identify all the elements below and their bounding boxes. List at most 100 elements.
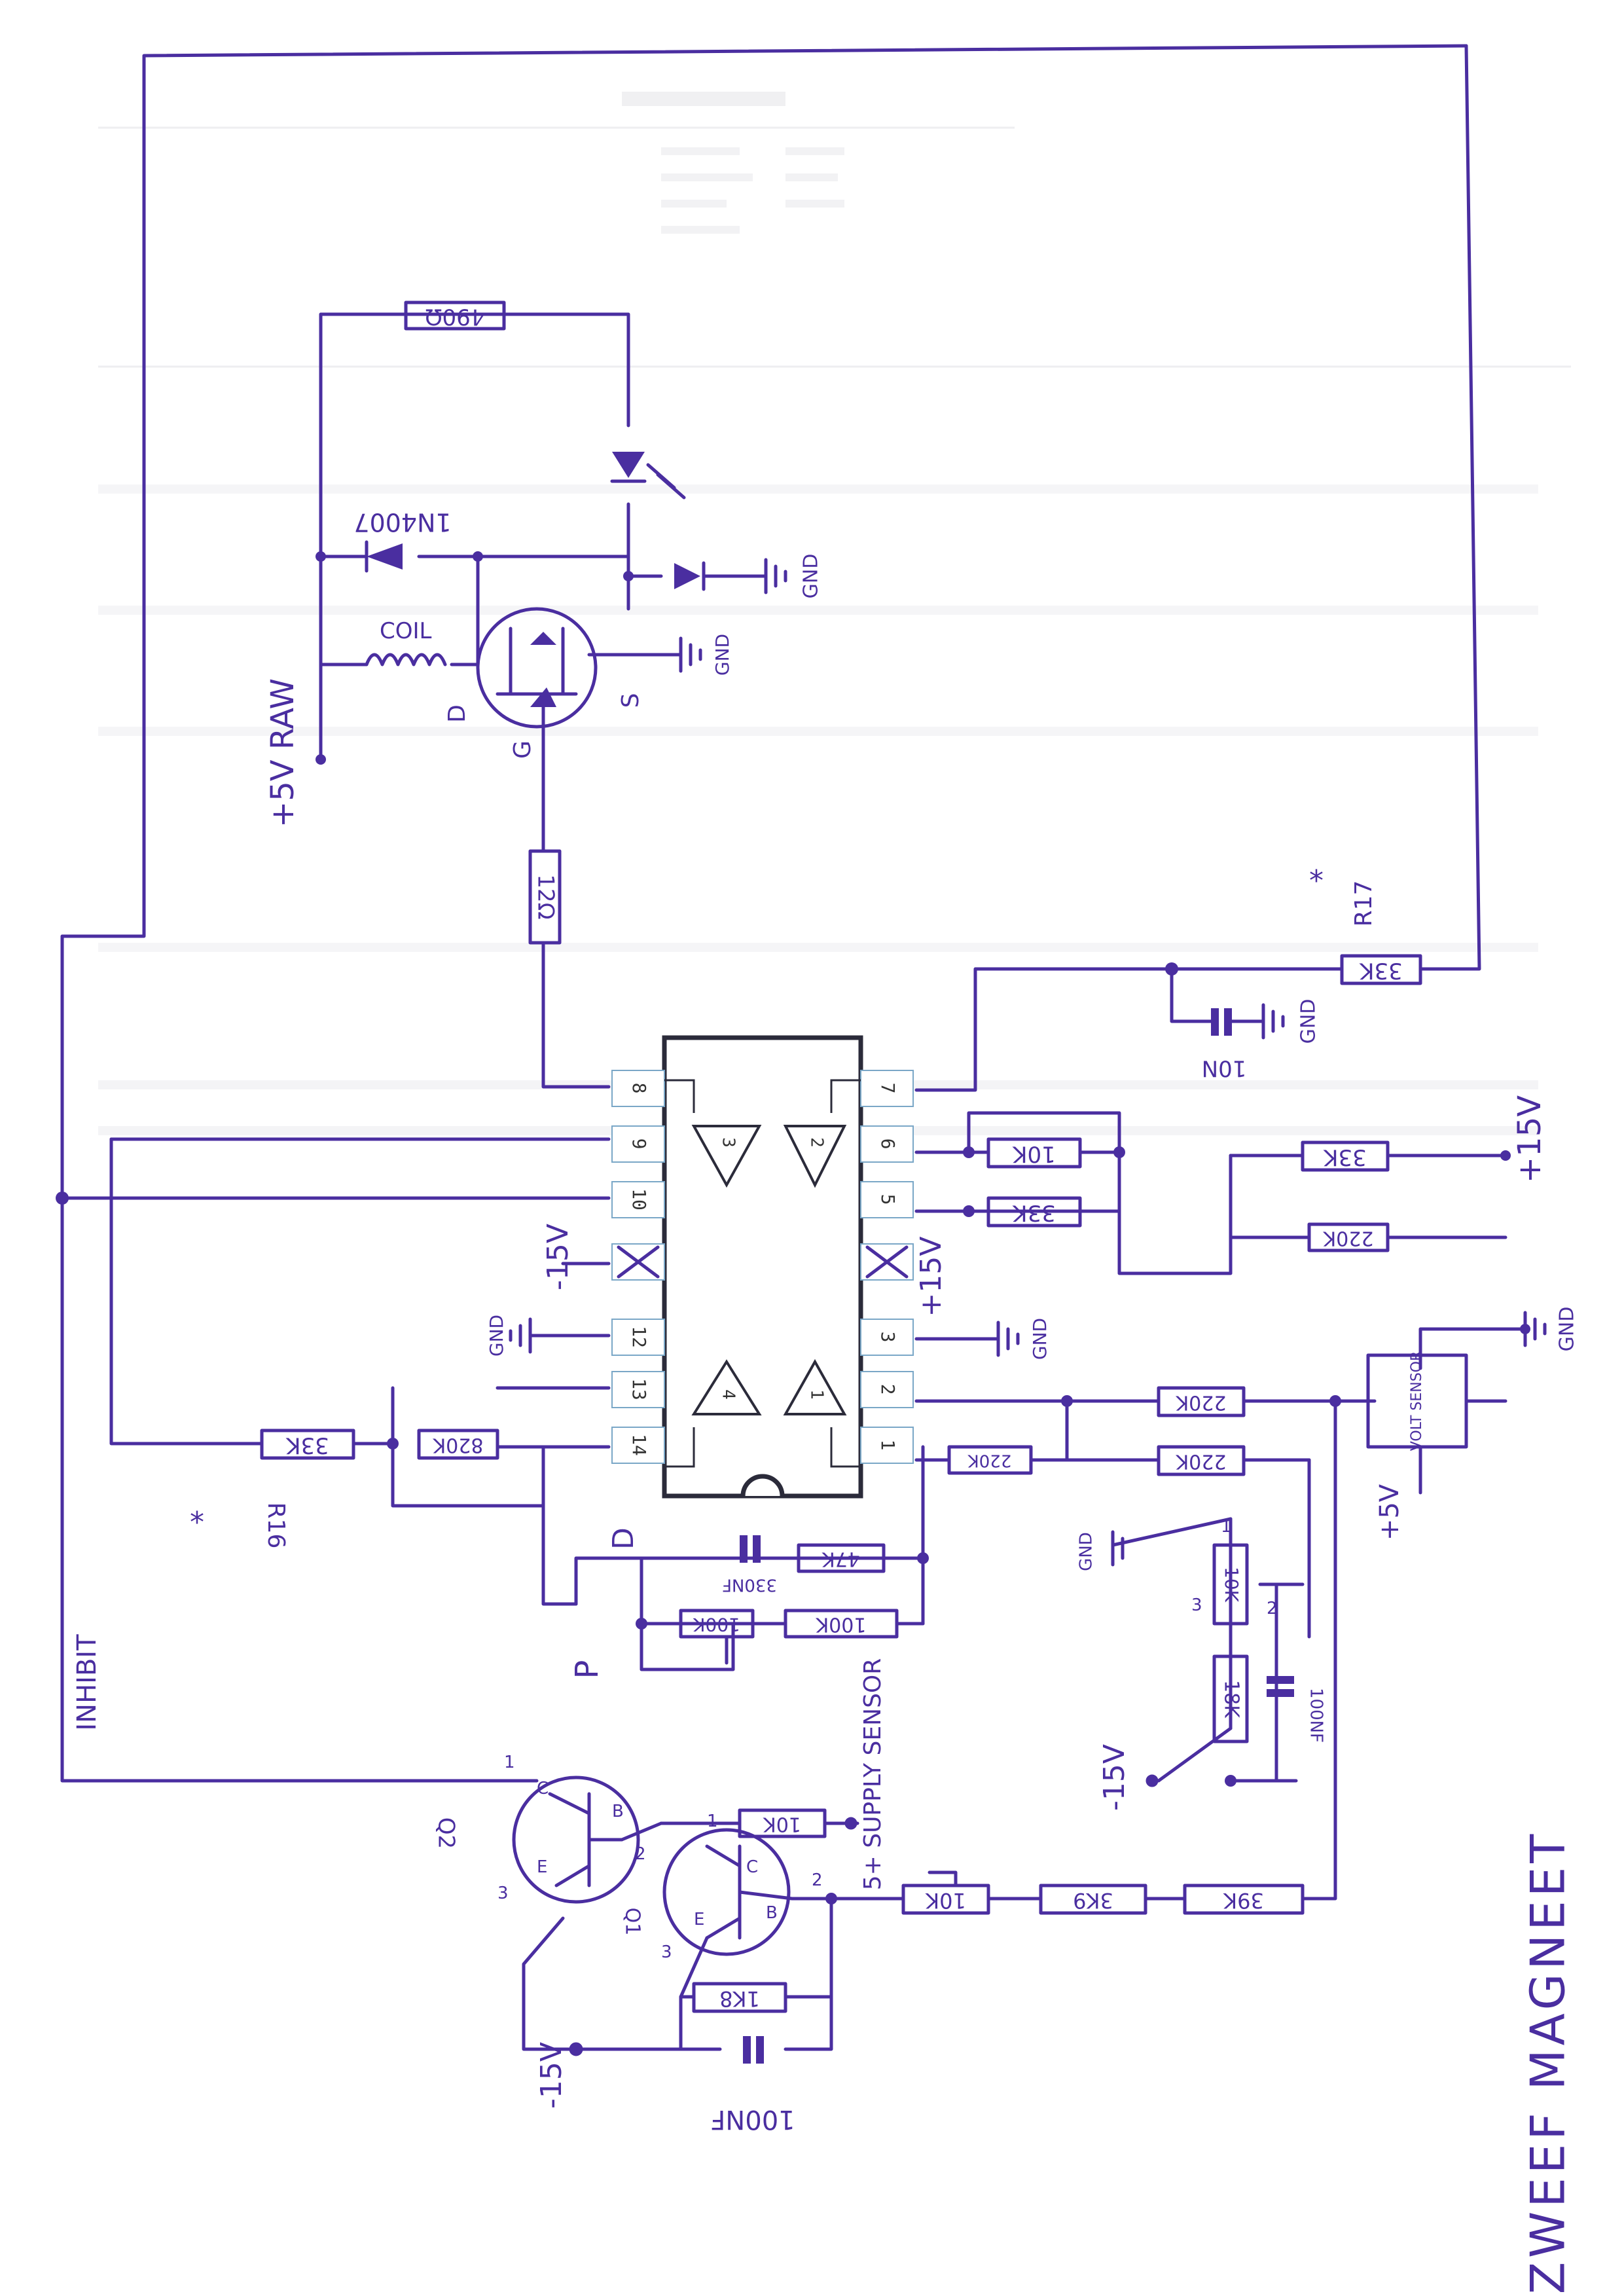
plus5v-raw-label: +5V RAW: [264, 678, 301, 828]
resistor-33k-15v: 33K: [1301, 1140, 1390, 1172]
resistor-220k-pin1: 220K: [947, 1445, 1033, 1475]
resistor-10k-feedback: 10K: [986, 1137, 1082, 1169]
resistor-12: 12Ω: [528, 849, 562, 945]
svg-text:330NF: 330NF: [722, 1575, 777, 1595]
resistor-r17-33k: 33K: [1340, 954, 1422, 985]
svg-text:18K: 18K: [1220, 1680, 1243, 1719]
gnd-symbol-cap: GND: [1261, 999, 1320, 1044]
ic-pin-9: [611, 1125, 665, 1163]
svg-text:100NF: 100NF: [710, 2104, 795, 2134]
q1-pin-2-label: 2: [812, 1870, 823, 1890]
pin-num-2: 2: [877, 1384, 899, 1395]
resistor-10k-supply: 10K: [738, 1808, 827, 1838]
svg-text:33K: 33K: [1323, 1144, 1367, 1171]
minus15v-q-label: -15V: [535, 2042, 568, 2109]
capacitor-100nf-pot: 100NF: [1267, 1676, 1326, 1743]
svg-text:1K8: 1K8: [719, 1986, 760, 2011]
ic-pin-12: [611, 1319, 665, 1356]
svg-text:12Ω: 12Ω: [533, 874, 559, 919]
q1-pin-3-label: 3: [661, 1942, 672, 1962]
svg-text:490Ω: 490Ω: [425, 304, 485, 330]
svg-text:4: 4: [719, 1389, 738, 1400]
resistor-1k8: 1K8: [692, 1982, 787, 2013]
ic-pin-10: [611, 1181, 665, 1218]
pin-num-13: 13: [628, 1378, 650, 1400]
gnd-symbol-pot: GND: [1077, 1530, 1125, 1571]
gnd-symbol-zener: GND: [764, 554, 823, 599]
svg-text:Q2: Q2: [433, 1817, 460, 1849]
minus15v-ic-label: -15V: [541, 1224, 575, 1290]
svg-text:D: D: [444, 704, 471, 723]
resistor-220k-15v: 220K: [1307, 1222, 1390, 1252]
svg-text:1N4007: 1N4007: [353, 508, 451, 537]
svg-text:Q1: Q1: [621, 1908, 644, 1936]
svg-text:C: C: [537, 1779, 549, 1798]
schematic-title: ZWEEF MAGNEET: [1521, 1831, 1576, 2295]
p-node-label: P: [569, 1660, 605, 1679]
q2-pin-1-label: 1: [504, 1753, 515, 1772]
plus15v-label: +15V: [1511, 1095, 1548, 1183]
plus15v-ic-label: +15V: [914, 1237, 948, 1317]
inhibit-label: INHIBIT: [72, 1634, 102, 1731]
resistor-100k-b: 100K: [784, 1609, 899, 1639]
pin-num-10: 10: [628, 1188, 650, 1211]
pin-num-5: 5: [877, 1194, 899, 1205]
q1-pin-1-label: 1: [707, 1812, 718, 1831]
pin-num-7: 7: [877, 1083, 899, 1094]
ic-pin-5: [860, 1181, 914, 1218]
r17-label: R17: [1350, 881, 1377, 927]
resistor-r16-33k: 33K: [260, 1429, 355, 1460]
mosfet-transistor: D G S: [444, 607, 644, 759]
supply-sensor-label: 5+ SUPPLY SENSOR: [859, 1658, 886, 1891]
pot-pin-1-label: 1: [1221, 1517, 1232, 1537]
ic-pin-3: [860, 1319, 914, 1356]
svg-text:10K: 10K: [763, 1813, 801, 1836]
resistor-100k-a: 100K: [679, 1609, 755, 1639]
svg-text:47K: 47K: [821, 1548, 860, 1571]
svg-text:E: E: [537, 1857, 547, 1877]
r16-label: R16: [262, 1503, 289, 1549]
svg-text:3K9: 3K9: [1073, 1888, 1113, 1913]
svg-text:10K: 10K: [925, 1888, 966, 1913]
svg-text:220K: 220K: [967, 1451, 1012, 1470]
svg-text:820K: 820K: [432, 1434, 483, 1457]
gnd-symbol-pin12: GND: [486, 1315, 532, 1357]
ic-pin-13: [611, 1371, 665, 1408]
capacitor-10n: 10N: [1202, 1008, 1265, 1082]
resistor-10k-pot: 10K: [1212, 1543, 1249, 1626]
svg-text:B: B: [612, 1802, 624, 1821]
svg-text:GND: GND: [1556, 1307, 1579, 1352]
plus5v-label: +5V: [1375, 1484, 1405, 1540]
svg-text:3: 3: [719, 1137, 738, 1148]
svg-text:GND: GND: [1029, 1318, 1051, 1360]
gnd-symbol-pin3: GND: [996, 1318, 1051, 1360]
svg-text:G: G: [509, 740, 536, 759]
resistor-33k-pin5: 33K: [986, 1196, 1082, 1228]
pin-num-1: 1: [877, 1440, 899, 1451]
svg-text:10K: 10K: [1012, 1141, 1056, 1167]
svg-text:1: 1: [807, 1389, 827, 1400]
bleed-through-texture: [98, 92, 1571, 1135]
resistor-39k: 39K: [1183, 1884, 1305, 1915]
svg-text:33K: 33K: [1012, 1200, 1056, 1226]
q2-pin-3-label: 3: [497, 1884, 509, 1903]
svg-text:E: E: [694, 1910, 704, 1929]
opamp-3: 3: [664, 1079, 762, 1188]
trim-arrow-10k: [928, 1870, 958, 1887]
svg-text:100NF: 100NF: [1307, 1688, 1326, 1743]
resistor-3k9: 3K9: [1039, 1884, 1147, 1915]
svg-text:10K: 10K: [1221, 1567, 1242, 1603]
opamp-1: 1: [783, 1358, 861, 1468]
pin-4-cross-mark: [865, 1245, 909, 1279]
gnd-symbol-volt-sensor: GND: [1523, 1307, 1579, 1352]
svg-text:220K: 220K: [1175, 1391, 1226, 1414]
wires: [60, 44, 1527, 2051]
svg-text:GND: GND: [800, 554, 823, 599]
d-node-label: D: [607, 1527, 640, 1550]
svg-text:100K: 100K: [693, 1614, 740, 1635]
r17-star-mark: *: [1309, 864, 1324, 898]
svg-text:C: C: [746, 1857, 758, 1877]
resistor-490: 490Ω: [404, 301, 506, 331]
svg-text:39K: 39K: [1223, 1888, 1264, 1913]
